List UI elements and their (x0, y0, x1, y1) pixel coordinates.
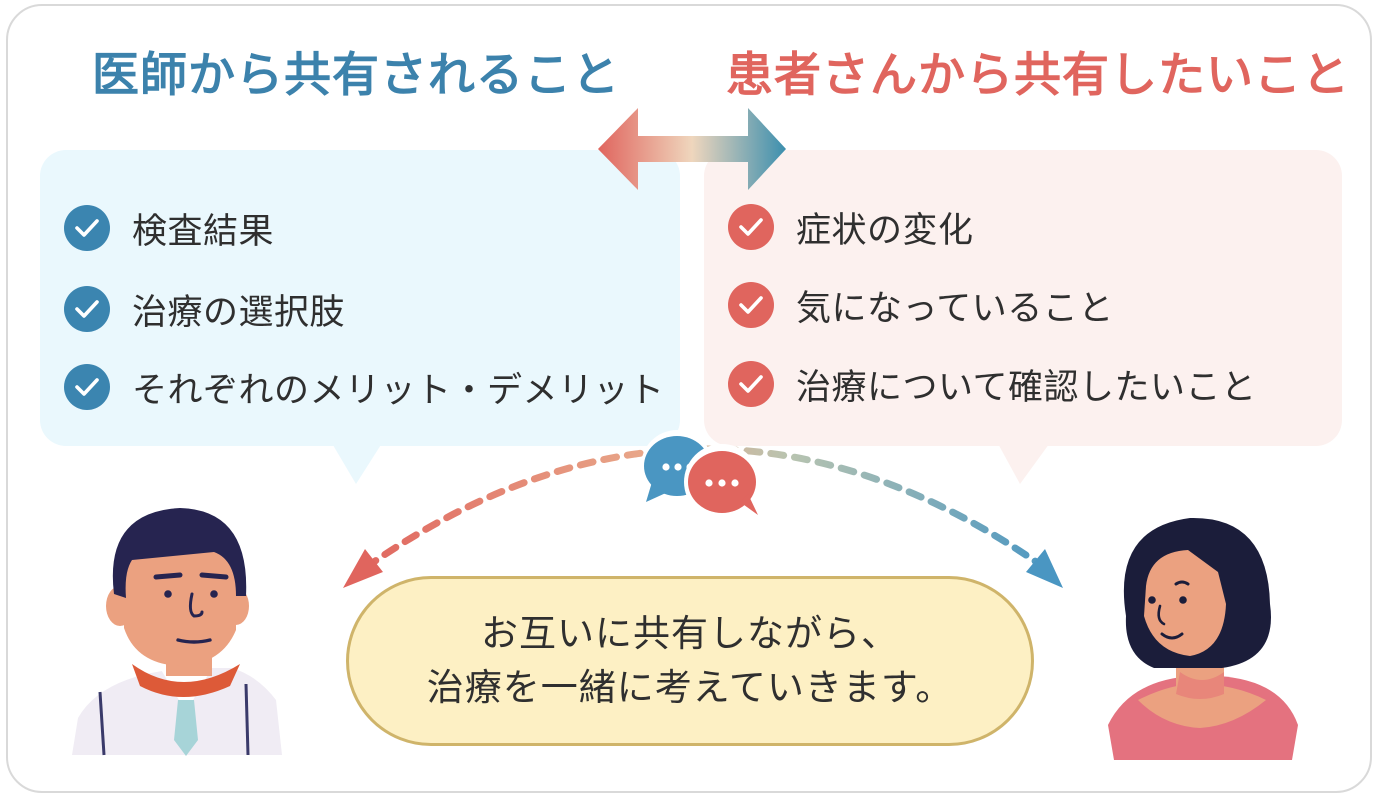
check-circle-icon (64, 205, 110, 251)
patient-item-label: 気になっていること (796, 288, 1114, 329)
doctor-item: 治療の選択肢 (64, 284, 345, 334)
patient-item-label: 症状の変化 (796, 210, 974, 251)
message-line-1: お互いに共有しながら、 (481, 612, 899, 655)
arc-arrowhead-left (343, 549, 383, 588)
doctor-heading: 医師から共有されること (92, 48, 620, 103)
doctor-info-panel: 検査結果 治療の選択肢 それぞれのメリット・デメリット (40, 150, 680, 446)
check-circle-icon (728, 204, 774, 250)
double-arrow-icon (598, 108, 786, 190)
patient-avatar (1108, 517, 1298, 760)
patient-item: 治療について確認したいこと (728, 359, 1256, 409)
check-circle-icon (64, 364, 110, 410)
doctor-item-label: それぞれのメリット・デメリット (132, 370, 665, 411)
patient-heading: 患者さんから共有したいこと (726, 48, 1350, 103)
doctor-item: 検査結果 (64, 203, 274, 253)
check-circle-icon (64, 286, 110, 332)
check-circle-icon (728, 282, 774, 328)
patient-panel-tail (996, 440, 1052, 484)
patient-item-label: 治療について確認したいこと (796, 367, 1257, 408)
arc-arrowhead-right (1026, 549, 1063, 588)
check-circle-icon (728, 361, 774, 407)
patient-item: 症状の変化 (728, 202, 974, 252)
message-line-2: 治療を一緒に考えていきます。 (426, 666, 954, 709)
chat-bubbles-icon (641, 430, 760, 520)
doctor-item: それぞれのメリット・デメリット (64, 362, 665, 412)
doctor-item-label: 治療の選択肢 (132, 292, 346, 333)
patient-info-panel: 症状の変化 気になっていること 治療について確認したいこと (704, 150, 1342, 446)
doctor-panel-tail (330, 440, 384, 484)
doctor-avatar (72, 508, 282, 756)
doctor-item-label: 検査結果 (132, 211, 275, 252)
patient-item: 気になっていること (728, 280, 1114, 330)
shared-decision-message: お互いに共有しながら、 治療を一緒に考えていきます。 (346, 576, 1034, 746)
